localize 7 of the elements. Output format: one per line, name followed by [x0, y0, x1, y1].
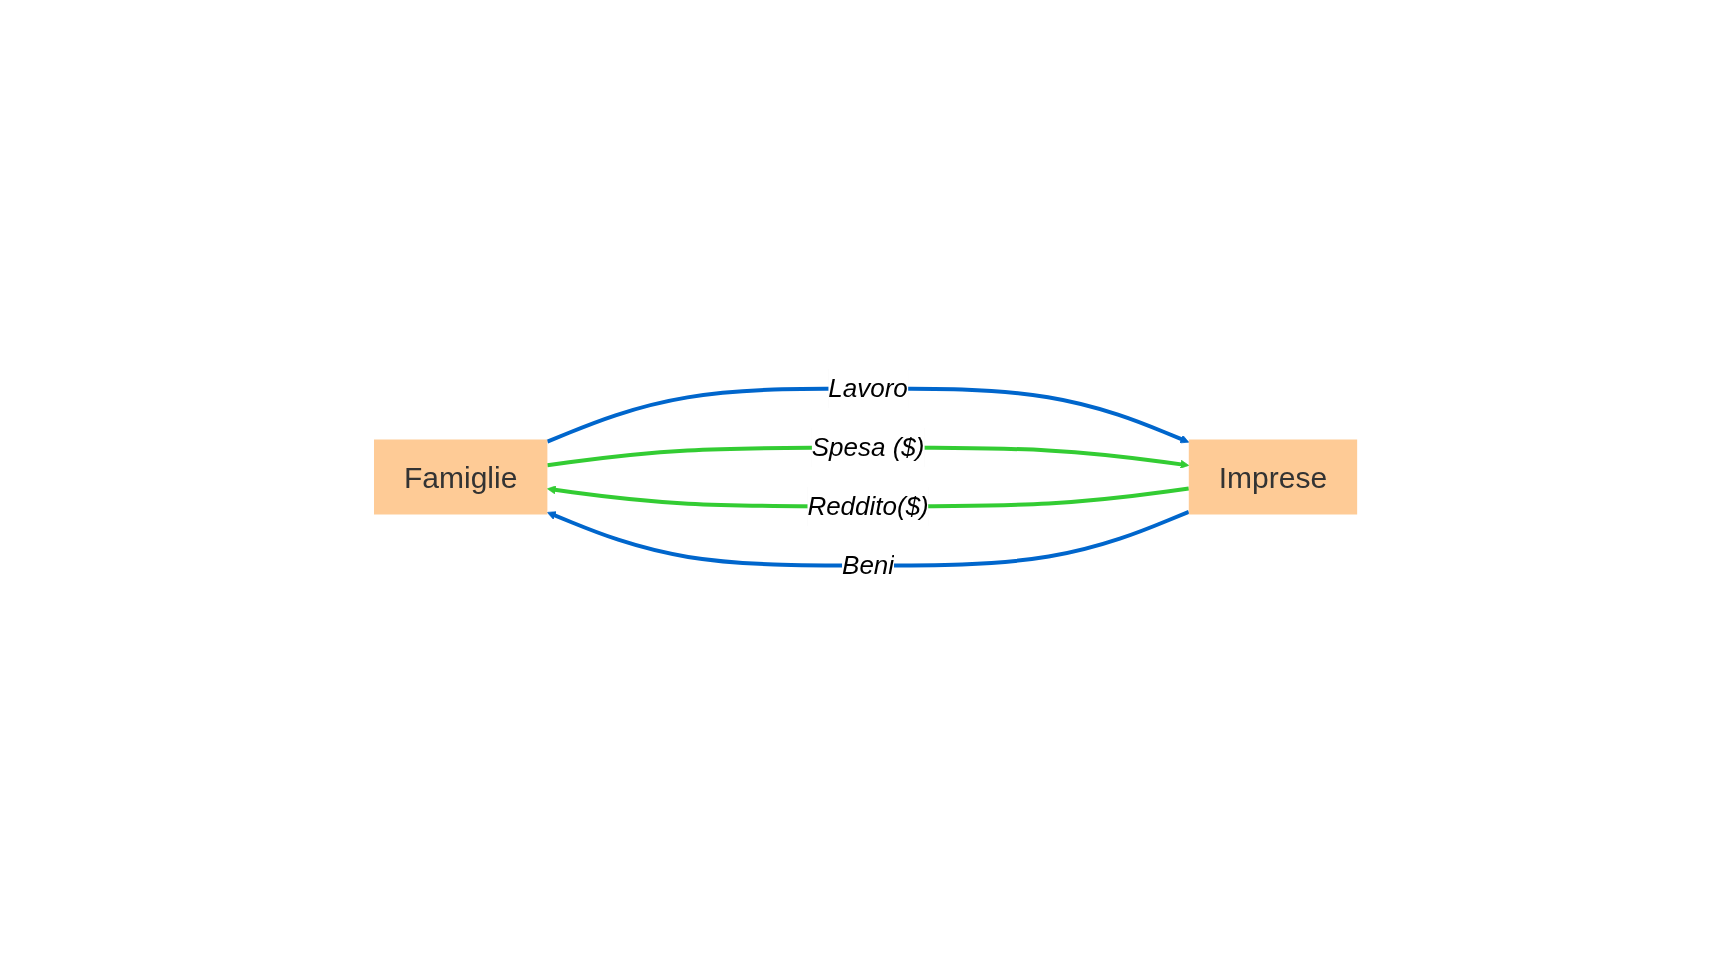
node-box: Famiglie [373, 439, 548, 515]
edge-label: Spesa ($) [811, 432, 925, 462]
arrow [546, 509, 1190, 568]
edge-label: Lavoro [828, 373, 908, 403]
edge-label: Reddito($) [807, 491, 929, 521]
node-box: Imprese [1188, 439, 1358, 515]
edge-label: Beni [841, 550, 895, 580]
